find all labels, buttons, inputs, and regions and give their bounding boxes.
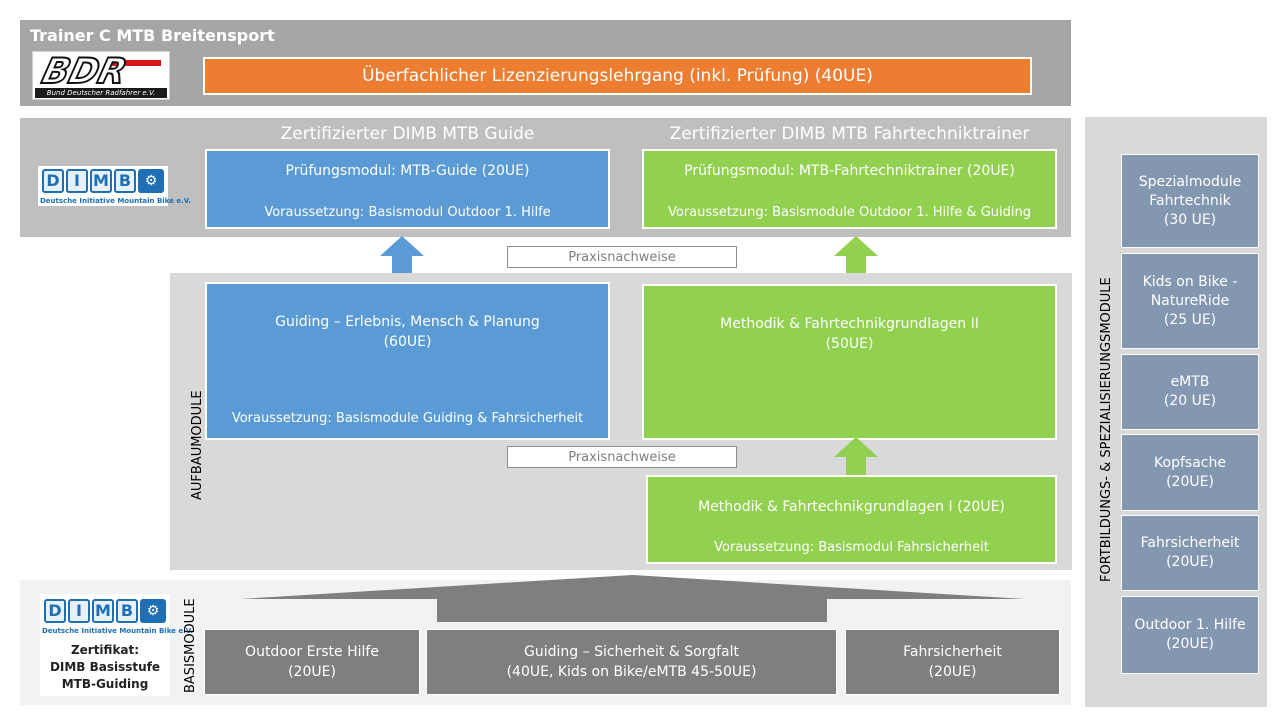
certificate-line2: DIMB Basisstufe [49,660,161,674]
basis-module-fahrsicherheit: Fahrsicherheit (20UE) [845,629,1060,695]
certificate-line3: MTB-Guiding [61,677,149,691]
spec-line: Kids on Bike - [1142,273,1238,290]
basis-module-outdoor: Outdoor Erste Hilfe (20UE) [204,629,420,695]
licensing-course-box: Überfachlicher Lizenzierungslehrgang (in… [203,57,1032,95]
spec-line: Fahrtechnik [1149,192,1231,209]
spec-module: Kopfsache (20UE) [1121,434,1259,511]
spec-line: Outdoor 1. Hilfe [1134,617,1246,633]
methodik1-requirement: Voraussetzung: Basismodul Fahrsicherheit [714,540,989,555]
spec-line: Fahrsicherheit [1140,535,1240,551]
praxis-label: Praxisnachweise [507,446,737,468]
dimb-letter: B [114,169,136,193]
spec-line: (25 UE) [1163,311,1217,328]
methodik2-title-line1: Methodik & Fahrtechnikgrundlagen II [720,316,979,332]
methodik2-title-line2: (50UE) [825,336,874,352]
exam-fahr-title: Prüfungsmodul: MTB-Fahrtechniktrainer (2… [684,163,1015,179]
spec-line: Kopfsache [1154,454,1226,471]
basis-label: BASISMODULE [183,598,198,693]
aufbau-label: AUFBAUMODULE [190,390,205,500]
aufbau-module-methodik-2: Methodik & Fahrtechnikgrundlagen II (50U… [642,284,1057,440]
spec-module: Kids on Bike - NatureRide (25 UE) [1121,253,1259,349]
dimb-letter: B [116,599,138,623]
spec-line: (20 UE) [1163,393,1217,409]
exam-guide-title: Prüfungsmodul: MTB-Guide (20UE) [285,163,530,179]
spec-line: eMTB [1170,374,1210,390]
pedestal-block [437,598,827,622]
dimb-letter: D [44,599,66,623]
arrow-up-icon [834,236,878,274]
arrow-up-icon [380,236,424,274]
dimb-letter: M [92,599,114,623]
spec-module: Fahrsicherheit (20UE) [1121,515,1259,591]
guiding-title-line1: Guiding – Erlebnis, Mensch & Planung [275,314,540,330]
dimb-logo: D I M B ⚙ Deutsche Initiative Mountain B… [38,166,191,206]
spec-line: (20UE) [1166,554,1214,570]
arrow-up-icon [834,437,878,475]
basis-module-guiding: Guiding – Sicherheit & Sorgfalt (40UE, K… [426,629,837,695]
guiding-title-line2: (60UE) [383,334,432,350]
spec-line: Spezialmodule [1138,173,1242,190]
exam-fahr-requirement: Voraussetzung: Basismodule Outdoor 1. Hi… [668,205,1031,220]
praxis-label: Praxisnachweise [507,246,737,268]
aufbau-module-methodik-1: Methodik & Fahrtechnikgrundlagen I (20UE… [646,475,1057,564]
dimb-letter: I [68,599,90,623]
bike-icon: ⚙ [138,169,164,193]
dimb-letter: M [90,169,112,193]
certificate-text: Zertifikat: DIMB Basisstufe MTB-Guiding [40,642,170,693]
dimb-letter: D [42,169,64,193]
basis-guiding-line1: Guiding – Sicherheit & Sorgfalt [524,644,739,660]
trainer-title: Trainer C MTB Breitensport [30,26,275,45]
bdr-logo: BDR Bund Deutscher Radfahrer e.V. [32,51,170,100]
pedestal-shape [240,575,1025,599]
fahrtechnik-certificate-title: Zertifizierter DIMB MTB Fahrtechniktrain… [669,124,1030,144]
spec-line: (30 UE) [1163,211,1217,228]
dimb-logo-letters: D I M B [44,599,138,623]
outdoor-line2: (20UE) [288,664,336,680]
outdoor-line1: Outdoor Erste Hilfe [245,644,379,660]
certificate-line1: Zertifikat: [70,643,140,657]
fahrsicherheit-line1: Fahrsicherheit [903,644,1002,660]
guide-certificate-title: Zertifizierter DIMB MTB Guide [280,124,535,144]
dimb-letter: I [66,169,88,193]
methodik1-title: Methodik & Fahrtechnikgrundlagen I (20UE… [698,499,1005,515]
bike-icon: ⚙ [140,599,166,623]
fortbildung-label: FORTBILDUNGS- & SPEZIALISIERUNGSMODULE [1099,277,1114,582]
bdr-logo-subtitle: Bund Deutscher Radfahrer e.V. [35,88,167,98]
spec-line: (20UE) [1166,473,1214,490]
spec-line: (20UE) [1166,636,1214,652]
fahrsicherheit-line2: (20UE) [928,664,977,680]
bdr-logo-letters: BDR [37,51,132,93]
spec-module: Spezialmodule Fahrtechnik (30 UE) [1121,154,1259,248]
exam-guide-requirement: Voraussetzung: Basismodul Outdoor 1. Hil… [264,205,551,220]
aufbau-module-guiding: Guiding – Erlebnis, Mensch & Planung (60… [205,282,610,440]
guiding-requirement: Voraussetzung: Basismodule Guiding & Fah… [231,411,584,426]
exam-module-fahrtechnik: Prüfungsmodul: MTB-Fahrtechniktrainer (2… [642,149,1057,229]
exam-module-guide: Prüfungsmodul: MTB-Guide (20UE) Vorausse… [205,149,610,229]
basis-certificate: D I M B ⚙ Deutsche Initiative Mountain B… [40,594,193,696]
spec-module: eMTB (20 UE) [1121,354,1259,430]
dimb-logo-subtitle: Deutsche Initiative Mountain Bike e.V. [40,197,191,205]
basis-guiding-line2: (40UE, Kids on Bike/eMTB 45-50UE) [506,664,757,680]
dimb-logo-letters: D I M B [42,169,136,193]
spec-line: NatureRide [1150,292,1230,309]
dimb-logo: D I M B ⚙ Deutsche Initiative Mountain B… [40,596,193,636]
bdr-logo-stripe [111,60,161,66]
dimb-logo-subtitle: Deutsche Initiative Mountain Bike e.V. [42,627,193,635]
spec-module: Outdoor 1. Hilfe (20UE) [1121,596,1259,674]
